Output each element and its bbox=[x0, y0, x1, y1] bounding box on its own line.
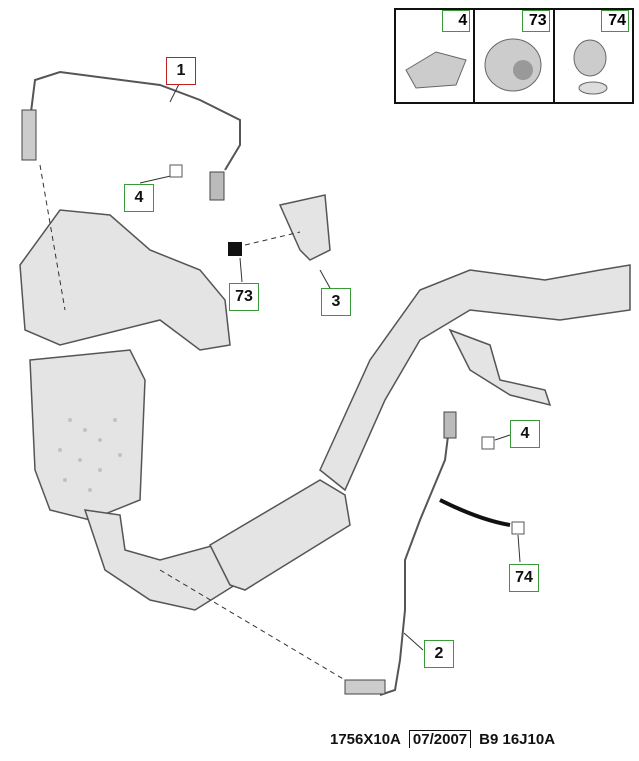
clamp-curve bbox=[439, 498, 511, 527]
callout-4-lower[interactable]: 4 bbox=[510, 420, 540, 448]
sensor-1-body bbox=[21, 109, 37, 161]
rear-hanger bbox=[448, 328, 552, 407]
callout-1[interactable]: 1 bbox=[166, 57, 196, 85]
callout-73[interactable]: 73 bbox=[229, 283, 259, 311]
inset-tag: 4 bbox=[442, 10, 471, 32]
inset-tag: 74 bbox=[600, 10, 629, 32]
clamp-icon bbox=[573, 39, 608, 95]
sensor-2-body bbox=[344, 679, 386, 695]
sensor-1-wire bbox=[29, 70, 241, 171]
drawing-code: 1756X10A bbox=[330, 731, 401, 748]
callout-2[interactable]: 2 bbox=[424, 640, 454, 668]
drawing-ref: B9 16J10A bbox=[479, 731, 556, 748]
inset-part-73[interactable]: 73 bbox=[475, 10, 555, 102]
drawing-reference: 1756X10A 07/2007 B9 16J10A bbox=[330, 730, 556, 748]
inset-part-4[interactable]: 4 bbox=[396, 10, 476, 102]
assembly-dashed-lines bbox=[39, 164, 346, 681]
bracket bbox=[278, 194, 331, 261]
middle-silencer bbox=[209, 479, 351, 591]
drawing-date: 07/2007 bbox=[408, 730, 472, 748]
nut-73-symbol bbox=[228, 242, 242, 256]
clamp-74-symbol bbox=[511, 521, 525, 535]
clip-4-lower-symbol bbox=[481, 436, 495, 450]
callout-74[interactable]: 74 bbox=[509, 564, 539, 592]
sensor-2-connector bbox=[443, 411, 457, 439]
front-pipe bbox=[83, 509, 236, 611]
callout-4-upper[interactable]: 4 bbox=[124, 184, 154, 212]
converter-perforations bbox=[58, 418, 122, 492]
inset-tag: 73 bbox=[521, 10, 550, 32]
sensor-1-connector bbox=[209, 171, 225, 201]
catalytic-converter bbox=[29, 349, 146, 521]
inset-part-74[interactable]: 74 bbox=[555, 10, 632, 102]
exhaust-manifold bbox=[19, 209, 231, 351]
callout-leader-lines bbox=[139, 81, 521, 651]
sensor-2-wire bbox=[379, 419, 451, 696]
callout-3[interactable]: 3 bbox=[321, 288, 351, 316]
clip-4-upper-symbol bbox=[169, 164, 183, 178]
parts-inset: 4 73 74 bbox=[394, 8, 634, 104]
intermediate-pipe bbox=[319, 264, 631, 492]
clip-icon bbox=[405, 51, 467, 89]
nut-icon bbox=[484, 38, 542, 92]
